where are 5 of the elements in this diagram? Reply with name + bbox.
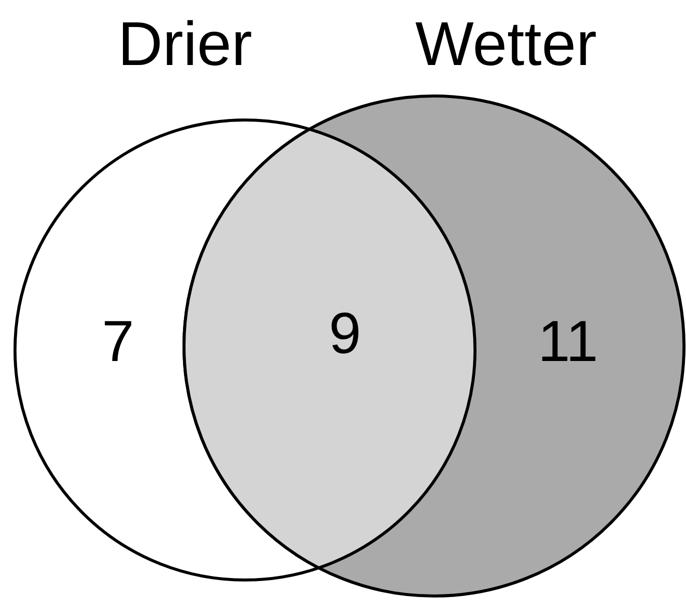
count-label: 9	[328, 305, 362, 363]
set-label: Drier	[118, 14, 252, 76]
set-label: Wetter	[415, 14, 597, 76]
count-label: 7	[102, 313, 134, 371]
count-label: 11	[538, 313, 598, 371]
